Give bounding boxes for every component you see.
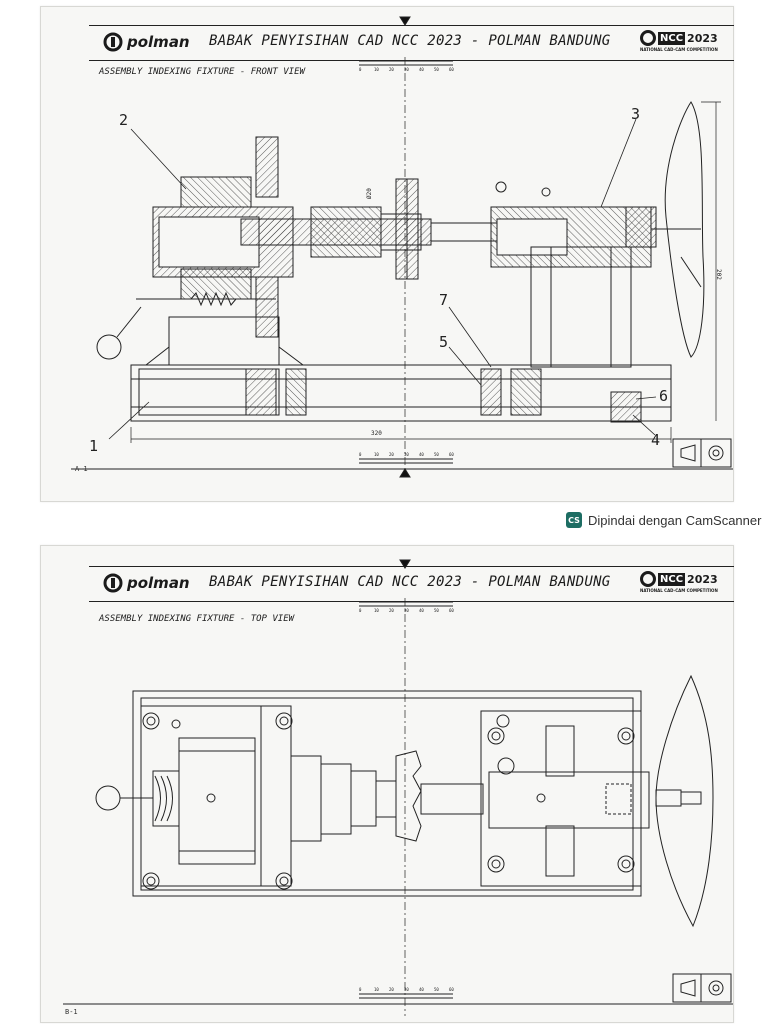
svg-text:0: 0 bbox=[359, 987, 362, 992]
top-view-drawing: 0 10 20 30 40 50 60 0 10 20 30 40 50 60 bbox=[63, 559, 733, 1016]
camscanner-text: Dipindai dengan CamScanner bbox=[588, 512, 762, 528]
svg-text:0: 0 bbox=[359, 608, 362, 613]
svg-text:20: 20 bbox=[389, 987, 394, 992]
svg-text:30: 30 bbox=[404, 452, 409, 457]
sheet-title: BABAK PENYISIHAN CAD NCC 2023 - POLMAN B… bbox=[209, 33, 611, 49]
svg-text:0: 0 bbox=[359, 67, 362, 72]
svg-text:50: 50 bbox=[434, 987, 439, 992]
ncc-label: NCC bbox=[658, 31, 686, 45]
dim-height: 202 bbox=[715, 269, 722, 280]
svg-text:20: 20 bbox=[389, 608, 394, 613]
sheet-code: A-1 bbox=[75, 465, 88, 473]
dim-diameter: Ø20 bbox=[366, 188, 373, 199]
balloon-7: 7 bbox=[439, 291, 448, 309]
svg-text:50: 50 bbox=[434, 452, 439, 457]
polman-logo: polman bbox=[103, 573, 190, 593]
front-view-drawing: 2 3 1 7 5 6 4 320 202 Ø20 0 10 20 30 40 … bbox=[71, 16, 733, 478]
ncc-year: 2023 bbox=[687, 572, 718, 586]
view-title: ASSEMBLY INDEXING FIXTURE - FRONT VIEW bbox=[99, 67, 305, 77]
svg-text:0: 0 bbox=[359, 452, 362, 457]
dim-overall-length: 320 bbox=[371, 430, 382, 437]
balloon-6: 6 bbox=[659, 387, 668, 405]
camscanner-badge: CS Dipindai dengan CamScanner bbox=[566, 512, 761, 528]
center-marker-icon bbox=[399, 16, 411, 26]
svg-text:50: 50 bbox=[434, 608, 439, 613]
ncc-subtitle: NATIONAL CAD-CAM COMPETITION bbox=[640, 47, 718, 52]
svg-text:20: 20 bbox=[389, 67, 394, 72]
polman-logo-icon bbox=[103, 32, 123, 52]
svg-text:10: 10 bbox=[374, 67, 379, 72]
ncc-logo-icon bbox=[640, 571, 656, 587]
svg-text:60: 60 bbox=[449, 608, 454, 613]
svg-text:40: 40 bbox=[419, 987, 424, 992]
sheet-title: BABAK PENYISIHAN CAD NCC 2023 - POLMAN B… bbox=[209, 574, 611, 590]
balloon-1: 1 bbox=[89, 437, 98, 455]
view-title: ASSEMBLY INDEXING FIXTURE - TOP VIEW bbox=[99, 614, 295, 624]
drawing-sheet-top-view: polman BABAK PENYISIHAN CAD NCC 2023 - P… bbox=[40, 545, 734, 1023]
projection-symbol-icon bbox=[680, 444, 724, 462]
projection-symbol-icon bbox=[680, 979, 724, 997]
svg-text:60: 60 bbox=[449, 987, 454, 992]
svg-text:40: 40 bbox=[419, 608, 424, 613]
svg-text:30: 30 bbox=[404, 608, 409, 613]
svg-text:10: 10 bbox=[374, 987, 379, 992]
svg-text:10: 10 bbox=[374, 608, 379, 613]
logo-text: polman bbox=[127, 33, 190, 51]
svg-text:30: 30 bbox=[404, 67, 409, 72]
sheet-code: B-1 bbox=[65, 1008, 78, 1016]
ncc-label: NCC bbox=[658, 572, 686, 586]
logo-text: polman bbox=[127, 574, 190, 592]
top-scale bbox=[359, 60, 453, 66]
drawing-sheet-front-view: polman BABAK PENYISIHAN CAD NCC 2023 - P… bbox=[40, 6, 734, 502]
ncc-badge: NCC 2023 NATIONAL CAD-CAM COMPETITION bbox=[640, 571, 728, 597]
svg-text:20: 20 bbox=[389, 452, 394, 457]
balloon-2: 2 bbox=[119, 111, 128, 129]
svg-text:40: 40 bbox=[419, 67, 424, 72]
camscanner-icon: CS bbox=[566, 512, 582, 528]
svg-text:40: 40 bbox=[419, 452, 424, 457]
polman-logo: polman bbox=[103, 32, 190, 52]
balloon-5: 5 bbox=[439, 333, 448, 351]
ncc-badge: NCC 2023 NATIONAL CAD-CAM COMPETITION bbox=[640, 30, 728, 56]
svg-text:10: 10 bbox=[374, 452, 379, 457]
svg-text:50: 50 bbox=[434, 67, 439, 72]
center-marker-bottom-icon bbox=[399, 468, 411, 478]
center-marker-icon bbox=[399, 559, 411, 569]
svg-text:30: 30 bbox=[404, 987, 409, 992]
title-block: polman BABAK PENYISIHAN CAD NCC 2023 - P… bbox=[89, 566, 734, 602]
balloon-4: 4 bbox=[651, 431, 660, 449]
balloon-3: 3 bbox=[631, 105, 640, 123]
ncc-logo-icon bbox=[640, 30, 656, 46]
ncc-year: 2023 bbox=[687, 31, 718, 45]
svg-text:60: 60 bbox=[449, 67, 454, 72]
polman-logo-icon bbox=[103, 573, 123, 593]
svg-text:60: 60 bbox=[449, 452, 454, 457]
ncc-subtitle: NATIONAL CAD-CAM COMPETITION bbox=[640, 588, 718, 593]
